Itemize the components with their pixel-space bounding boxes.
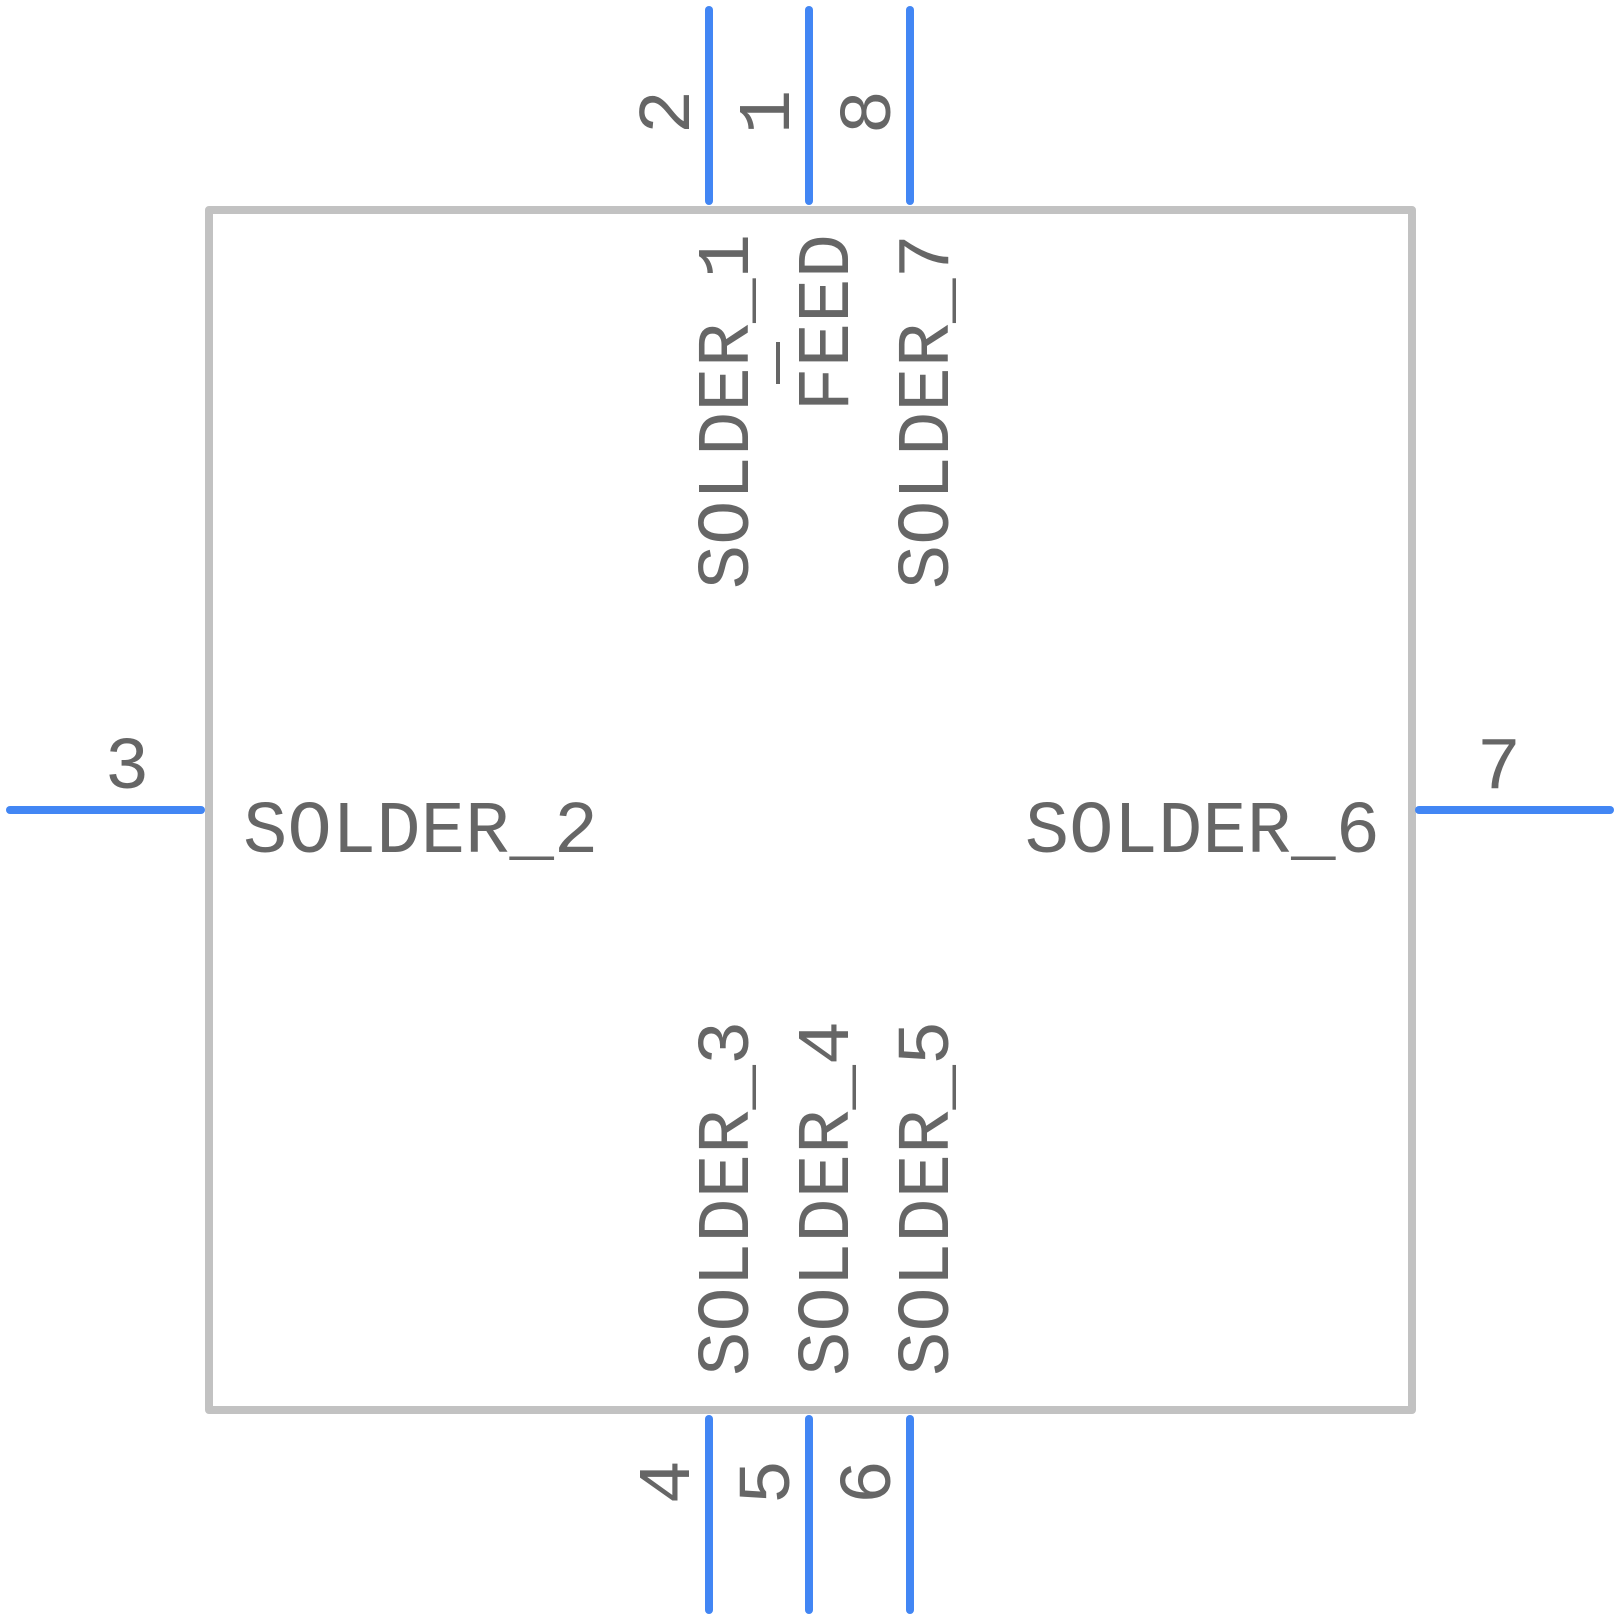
pin-name-solder-3: SOLDER_3	[687, 1021, 771, 1376]
pin-name-solder-1: SOLDER_1	[687, 234, 771, 589]
pin-name-solder-6: SOLDER_6	[1025, 791, 1380, 875]
pin-name-solder-7: SOLDER_7	[887, 234, 971, 589]
pin-number-5: 5	[728, 1460, 812, 1504]
pin-name-feed: FEED	[787, 234, 871, 412]
pin-number-6: 6	[829, 1460, 913, 1504]
pin-name-solder-2: SOLDER_2	[243, 791, 598, 875]
pin-number-2: 2	[628, 90, 712, 134]
pin-name-feed-group: FEED	[776, 234, 871, 412]
pin-name-solder-4: SOLDER_4	[787, 1021, 871, 1376]
pin-number-3: 3	[105, 727, 149, 811]
pin-number-7: 7	[1477, 727, 1521, 811]
component-body[interactable]	[205, 206, 1416, 1414]
pin-number-4: 4	[628, 1460, 712, 1504]
pin-number-8: 8	[829, 90, 913, 134]
pin-number-1: 1	[728, 90, 812, 134]
pin-name-solder-5: SOLDER_5	[887, 1021, 971, 1376]
